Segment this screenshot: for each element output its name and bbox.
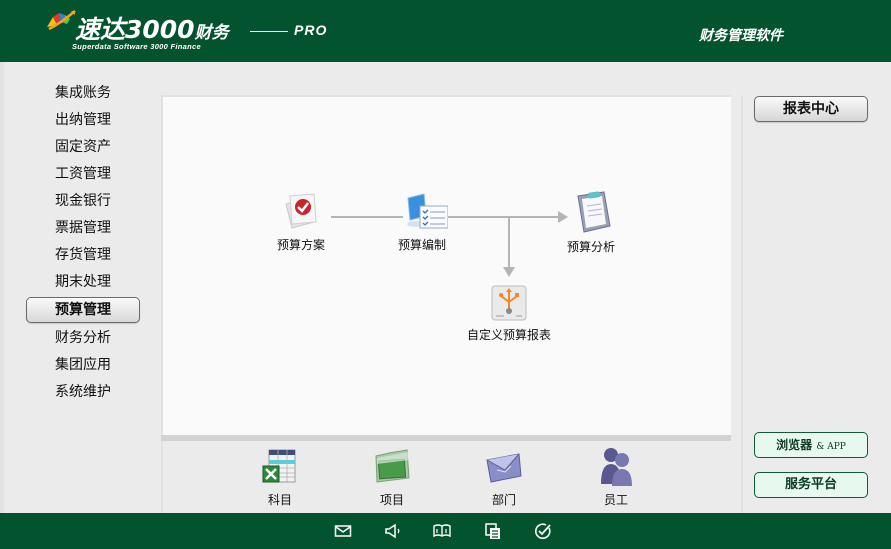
sidebar-item-ledger[interactable]: 集成账务 [55, 85, 111, 101]
flow-line-plan-compile [331, 216, 403, 218]
book-icon[interactable] [433, 522, 451, 540]
shortcut-employees[interactable]: 员工 [586, 446, 646, 508]
sidebar-item-cash-bank[interactable]: 现金银行 [55, 193, 111, 209]
computer-checklist-icon [407, 193, 449, 229]
flow-line-compile-analysis [445, 216, 562, 218]
speaker-icon[interactable] [384, 522, 402, 540]
flow-node-label: 预算分析 [566, 240, 615, 254]
flow-node-custom-report[interactable]: 自定义预算报表 [460, 284, 558, 343]
shortcut-label: 科目 [267, 493, 292, 507]
right-divider [741, 96, 743, 513]
logo-icon [47, 10, 76, 31]
shortcut-label: 项目 [379, 493, 404, 507]
sidebar-item-payroll[interactable]: 工资管理 [55, 166, 111, 182]
sidebar-item-group[interactable]: 集团应用 [55, 357, 111, 373]
browser-app-button[interactable]: 浏览器 & APP [754, 432, 868, 458]
envelope-icon [486, 453, 522, 483]
sidebar-nav: 集成账务 出纳管理 固定资产 工资管理 现金银行 票据管理 存货管理 期末处理 … [26, 80, 140, 406]
checked-documents-icon [285, 193, 317, 229]
copy-icon[interactable] [484, 522, 502, 540]
sidebar-item-financial-analysis[interactable]: 财务分析 [55, 330, 111, 346]
sidebar-item-period-end[interactable]: 期末处理 [55, 274, 111, 290]
edition-label: PRO [294, 22, 328, 38]
sidebar-item-fixed-assets[interactable]: 固定资产 [55, 139, 111, 155]
flow-node-label: 预算方案 [276, 238, 325, 252]
brand-title: 速达3000财务 [75, 15, 229, 44]
panel-separator [161, 435, 731, 441]
sidebar-item-inventory[interactable]: 存货管理 [55, 247, 111, 263]
flow-node-budget-compile[interactable]: 预算编制 [391, 192, 453, 253]
mail-icon[interactable] [334, 522, 352, 540]
flow-node-budget-analysis[interactable]: 预算分析 [560, 190, 622, 255]
arrow-down-icon [503, 267, 515, 277]
brand-subtitle: Superdata Software 3000 Finance [72, 42, 201, 51]
shortcut-projects[interactable]: 项目 [362, 448, 422, 508]
sidebar-item-system[interactable]: 系统维护 [55, 384, 111, 400]
sidebar-item-cashier[interactable]: 出纳管理 [55, 112, 111, 128]
shortcut-departments[interactable]: 部门 [474, 448, 534, 508]
green-folder-icon [375, 449, 410, 483]
sidebar-item-budget[interactable]: 预算管理 [26, 297, 140, 323]
shortcut-accounts[interactable]: 科目 [250, 448, 310, 508]
sidebar-item-notes[interactable]: 票据管理 [55, 220, 111, 236]
service-platform-button[interactable]: 服务平台 [754, 472, 868, 498]
shortcut-label: 部门 [491, 493, 516, 507]
clipboard-icon [577, 191, 611, 233]
flow-line-to-custom-report [508, 218, 510, 270]
flow-node-label: 预算编制 [397, 238, 446, 252]
excel-sheet-icon [262, 449, 296, 483]
users-icon [601, 448, 632, 486]
brand-divider [250, 31, 288, 32]
arrow-right-icon [558, 211, 568, 223]
flow-node-budget-plan[interactable]: 预算方案 [270, 192, 332, 253]
header: 速达3000财务 Superdata Software 3000 Finance… [0, 0, 891, 62]
basic-data-shortcuts [161, 441, 731, 513]
flow-node-label: 自定义预算报表 [466, 328, 551, 342]
tagline: 财务管理软件 [699, 28, 783, 44]
shortcut-label: 员工 [603, 493, 628, 507]
left-edge [0, 62, 4, 513]
budget-flow-panel [161, 95, 731, 435]
usb-drive-icon [491, 285, 527, 321]
footer-toolbar [0, 513, 891, 549]
check-circle-icon[interactable] [534, 522, 552, 540]
report-center-button[interactable]: 报表中心 [754, 96, 868, 122]
